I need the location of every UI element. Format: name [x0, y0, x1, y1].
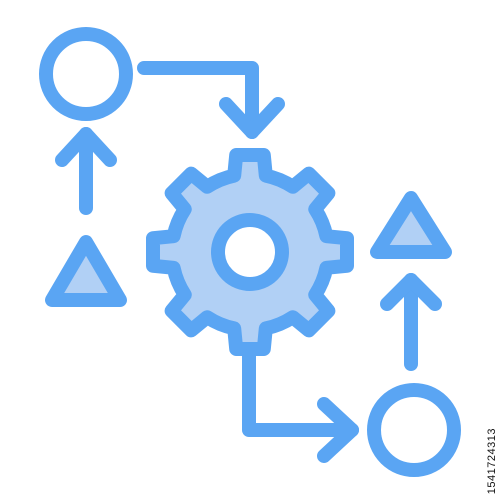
arrow-from-gear-head [317, 397, 359, 463]
arrow-to-gear-line [137, 61, 259, 139]
icon-group [39, 27, 461, 477]
stock-id-label: 1541724313 [486, 427, 498, 494]
top-left-circle [39, 27, 133, 121]
left-triangle [45, 235, 127, 307]
gear-icon [146, 148, 354, 356]
left-arrow-head [55, 127, 117, 167]
bottom-right-circle [367, 383, 461, 477]
arrow-from-gear-line [242, 349, 359, 437]
gear-hole [211, 213, 289, 291]
right-arrow-head [380, 273, 442, 311]
arrow-to-gear-head [219, 97, 285, 139]
right-triangle [370, 191, 452, 259]
